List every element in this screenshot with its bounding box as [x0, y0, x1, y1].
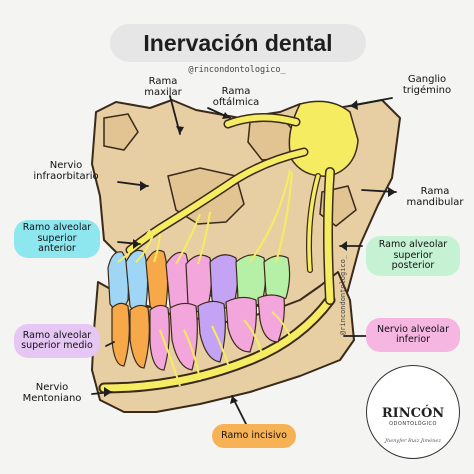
dental-nerve-fibers [117, 169, 293, 387]
logo-title: RINCÓN [381, 406, 445, 421]
page-title: Inervación dental [110, 24, 366, 62]
skull-cavity [103, 113, 139, 151]
maxillary-branch [127, 149, 307, 253]
lower-teeth [111, 294, 285, 371]
pill-ramo-incisivo: Ramo incisivo [212, 424, 296, 448]
account-handle-vertical: @rincondontologico_ [339, 254, 347, 335]
ophthalmic-branch [225, 114, 299, 127]
logo-subtitle: ODONTOLÓGICO [389, 421, 437, 427]
arrow-heads [104, 100, 396, 404]
mandibular-branch [307, 174, 320, 272]
trigeminal-ganglion [288, 100, 359, 177]
mandibular-branch [324, 168, 334, 304]
mandibular-canal [100, 296, 334, 392]
brand-logo: RINCÓN ODONTOLÓGICO Jhenyfer Ruiz Jiméne… [366, 365, 460, 459]
logo-signature: Jhenyfer Ruiz Jiménez [385, 438, 441, 444]
account-handle: @rincondontologico_ [188, 65, 286, 75]
